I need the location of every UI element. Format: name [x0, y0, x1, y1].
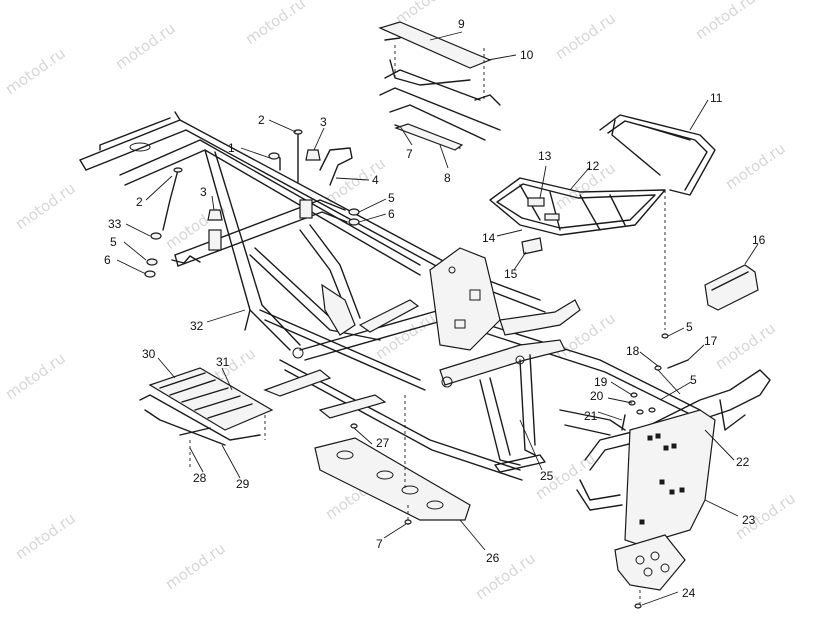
callout-4: 4 — [372, 173, 379, 187]
callout-26: 26 — [486, 551, 500, 565]
hardware — [144, 129, 689, 609]
seat-bracket-assembly — [378, 21, 501, 151]
callout-2: 2 — [136, 195, 143, 209]
callout-9: 9 — [458, 17, 465, 31]
callout-28: 28 — [193, 471, 207, 485]
watermark: motod.ru — [722, 139, 789, 193]
callout-32: 32 — [190, 319, 204, 333]
callout-3: 3 — [200, 185, 207, 199]
callout-11: 11 — [710, 91, 723, 105]
callout-27: 27 — [376, 436, 390, 450]
callout-labels: 1 2 2 3 3 4 5 5 5 5 6 6 7 7 8 9 10 11 12… — [104, 17, 766, 600]
callout-5: 5 — [686, 320, 693, 334]
skid-plate — [314, 395, 471, 525]
watermark: motod.ru — [2, 44, 69, 98]
callout-22: 22 — [736, 455, 750, 469]
callout-18: 18 — [626, 344, 640, 358]
watermark: motod.ru — [2, 349, 69, 403]
watermark: motod.ru — [112, 19, 179, 73]
callout-10: 10 — [520, 48, 534, 62]
leader-lines — [116, 31, 759, 606]
callout-13: 13 — [538, 149, 552, 163]
watermark: motod.ru — [162, 539, 229, 593]
callout-24: 24 — [682, 586, 696, 600]
callout-1: 1 — [228, 141, 235, 155]
callout-5: 5 — [690, 373, 697, 387]
callout-29: 29 — [236, 477, 250, 491]
callout-19: 19 — [594, 375, 608, 389]
watermark: motod.ru — [692, 0, 759, 43]
callout-6: 6 — [104, 253, 111, 267]
callout-16: 16 — [752, 233, 766, 247]
callout-20: 20 — [590, 389, 604, 403]
callout-3: 3 — [320, 115, 327, 129]
rear-rack — [489, 114, 716, 330]
callout-2: 2 — [258, 113, 265, 127]
watermark: motod.ru — [712, 319, 779, 373]
callout-5: 5 — [110, 235, 117, 249]
callout-8: 8 — [444, 171, 451, 185]
callout-31: 31 — [216, 355, 230, 369]
watermark: motod.ru — [12, 179, 79, 233]
rear-bumper — [559, 369, 771, 605]
callout-12: 12 — [586, 159, 600, 173]
main-frame — [79, 111, 703, 481]
watermark: motod.ru — [472, 549, 539, 603]
callout-30: 30 — [142, 347, 156, 361]
callout-33: 33 — [108, 217, 122, 231]
callout-25: 25 — [540, 469, 554, 483]
tail-light — [704, 264, 759, 311]
callout-23: 23 — [742, 513, 756, 527]
callout-7: 7 — [376, 537, 383, 551]
callout-5: 5 — [388, 191, 395, 205]
callout-14: 14 — [482, 231, 496, 245]
callout-21: 21 — [584, 409, 598, 423]
watermark: motod.ru — [552, 9, 619, 63]
watermark: motod.ru — [242, 0, 309, 48]
left-footrest — [139, 367, 274, 470]
callout-7: 7 — [406, 147, 413, 161]
callout-6: 6 — [388, 207, 395, 221]
callout-15: 15 — [504, 267, 518, 281]
watermark: motod.ru — [12, 509, 79, 563]
callout-17: 17 — [704, 334, 718, 348]
